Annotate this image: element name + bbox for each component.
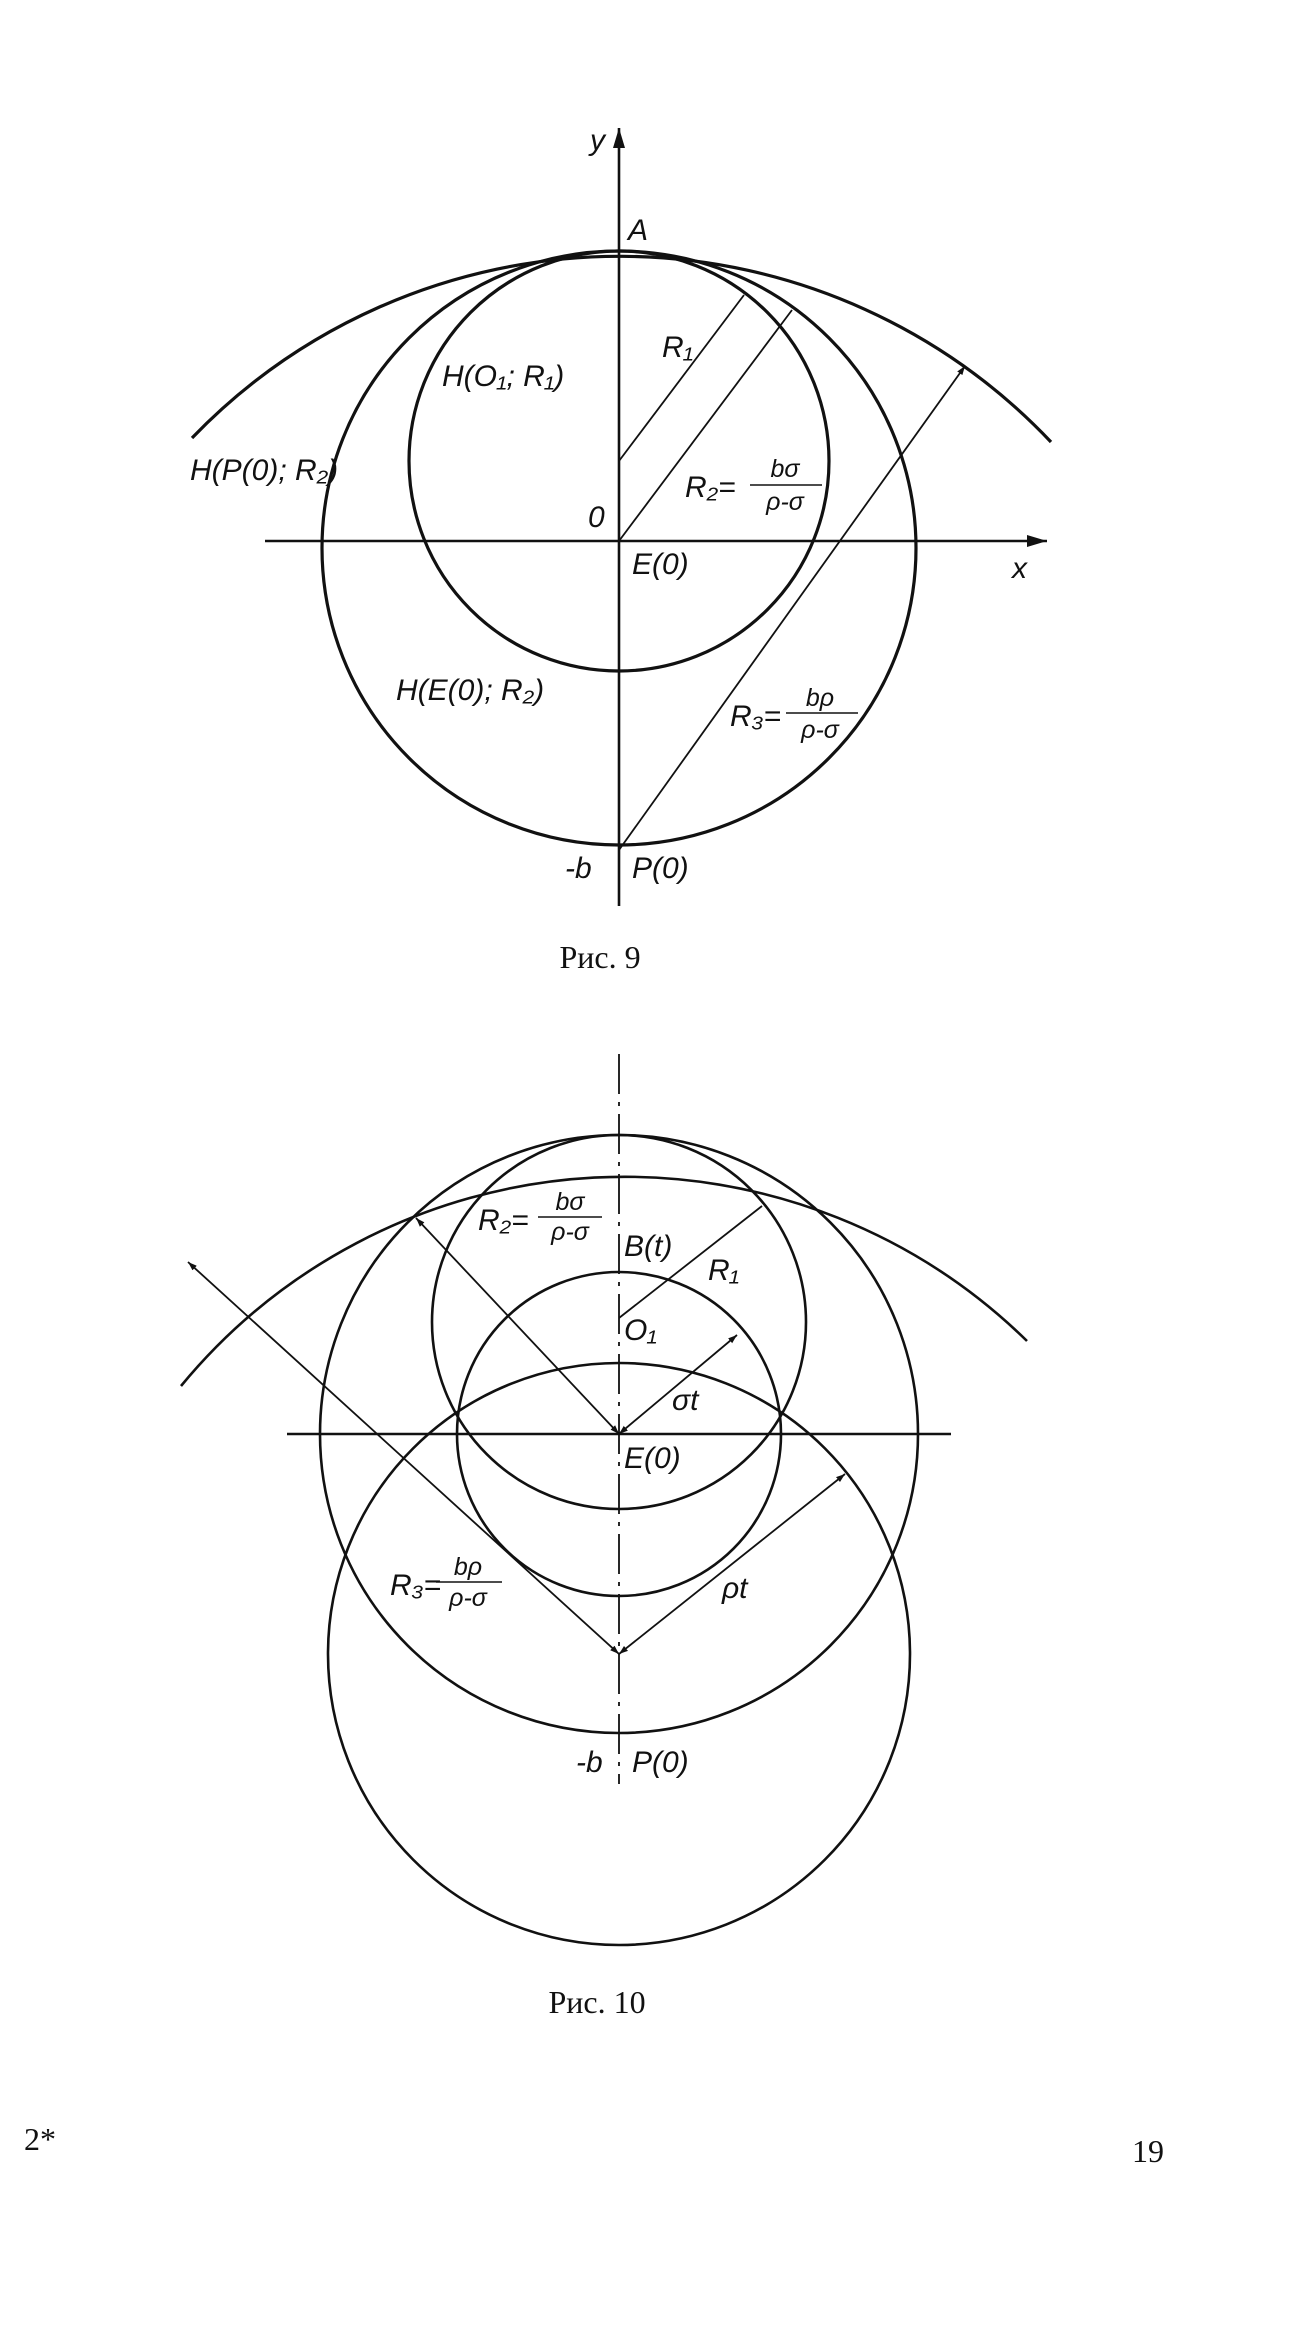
r3-formula: R₃= bρ ρ-σ (390, 1553, 502, 1612)
bt-label: B(t) (624, 1230, 672, 1263)
p0-label: P(0) (632, 852, 689, 885)
radius-r1 (618, 1205, 763, 1319)
minus-b-label: -b (576, 1746, 603, 1779)
origin-label: 0 (588, 501, 605, 534)
r3-formula-numerator: bρ (454, 1553, 482, 1581)
radius-r3 (618, 365, 966, 851)
arrow-r3 (187, 1261, 620, 1655)
radius-r2 (618, 309, 793, 542)
e0-label: E(0) (624, 1442, 681, 1475)
page-number: 19 (1132, 2133, 1164, 2169)
r3-formula-lhs: R₃= (730, 700, 781, 733)
e0-label: E(0) (632, 548, 689, 581)
r2-formula-denominator: ρ-σ (765, 488, 805, 516)
r1-label: R₁ (708, 1254, 739, 1287)
rho-t-label: ρt (721, 1572, 749, 1605)
r2-formula: R₂= bσ ρ-σ (685, 455, 822, 516)
figure-10-caption: Рис. 10 (548, 1984, 645, 2020)
h-o1-r1-label: H(O₁; R₁) (442, 360, 564, 393)
r2-formula-denominator: ρ-σ (550, 1218, 590, 1246)
figure-10: R₂= bσ ρ-σ B(t) R₁ O₁ σt E(0) R₃= bρ ρ-σ… (179, 1054, 1028, 2020)
circle-h-e0-r2 (320, 249, 918, 847)
figure-9: y A R₁ H(O₁; R₁) H(P(0); R₂) 0 E(0) x R₂… (190, 124, 1053, 975)
arrow-rho-t (618, 1473, 846, 1655)
sigma-t-label: σt (672, 1384, 700, 1417)
arc-h-p0-r2 (190, 254, 1053, 444)
h-e0-r2-label: H(E(0); R₂) (396, 674, 544, 707)
point-a-label: A (626, 214, 648, 247)
arrow-r2 (415, 1217, 620, 1435)
signature-mark: 2* (24, 2121, 56, 2157)
h-p0-r2-label: H(P(0); R₂) (190, 454, 338, 487)
minus-b-label: -b (565, 852, 592, 885)
r2-formula-lhs: R₂= (685, 471, 736, 504)
r3-formula-lhs: R₃= (390, 1569, 441, 1602)
y-axis-label: y (588, 124, 607, 157)
r2-formula: R₂= bσ ρ-σ (478, 1188, 602, 1246)
r1-label: R₁ (662, 331, 693, 364)
radius-r1 (618, 294, 745, 462)
r3-formula-numerator: bρ (806, 684, 834, 712)
x-axis-label: x (1010, 552, 1028, 585)
r2-formula-numerator: bσ (771, 455, 801, 483)
arrow-sigma-t (618, 1334, 738, 1435)
figure-9-caption: Рис. 9 (559, 939, 640, 975)
r2-formula-numerator: bσ (556, 1188, 586, 1216)
arc-r3 (179, 1175, 1028, 1387)
o1-label: O₁ (624, 1314, 657, 1347)
r3-formula-denominator: ρ-σ (800, 716, 840, 744)
p0-label: P(0) (632, 1746, 689, 1779)
r3-formula: R₃= bρ ρ-σ (730, 684, 858, 744)
r2-formula-lhs: R₂= (478, 1204, 529, 1237)
r3-formula-denominator: ρ-σ (448, 1584, 488, 1612)
